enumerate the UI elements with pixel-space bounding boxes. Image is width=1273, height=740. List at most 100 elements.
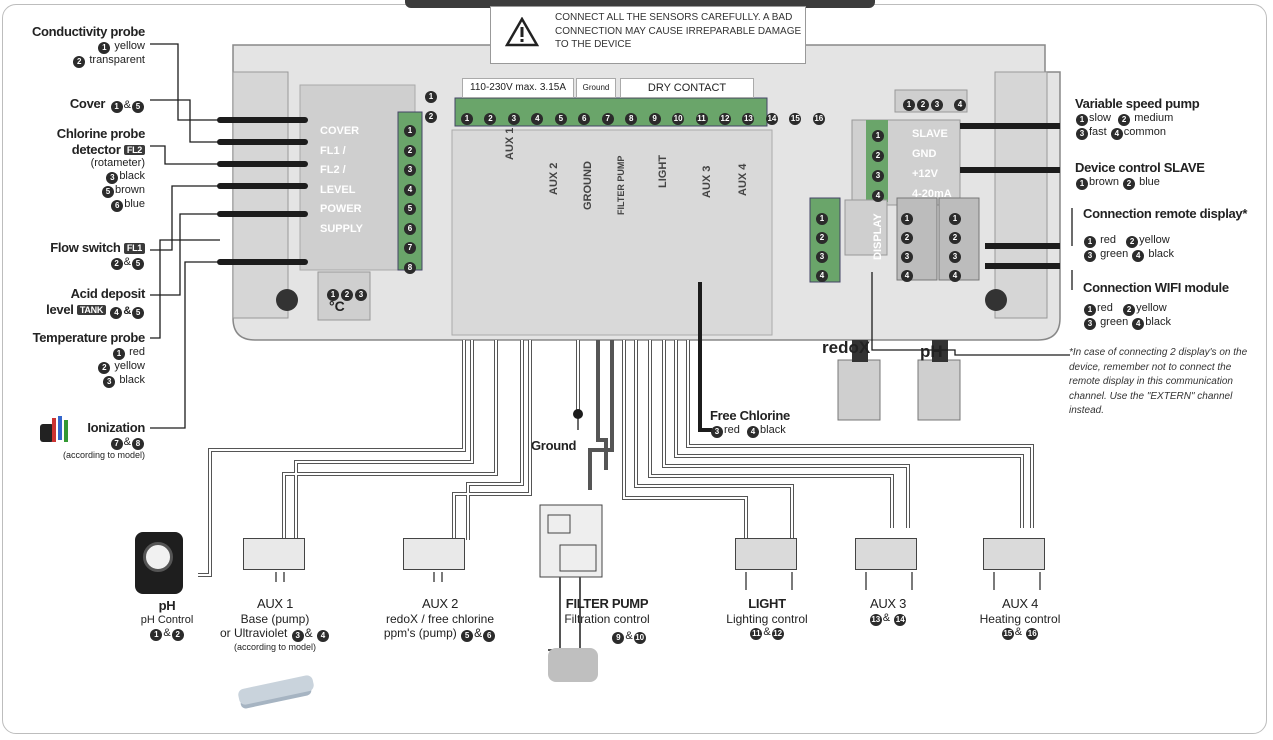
channel-aux1: AUX 1 bbox=[504, 127, 516, 160]
warning-box: CONNECT ALL THE SENSORS CAREFULLY. A BAD… bbox=[490, 6, 806, 64]
chlorine-probe-label: Chlorine probe detector FL2 (rotameter) … bbox=[20, 126, 146, 213]
slave-title: Device control SLAVE bbox=[1075, 160, 1205, 175]
cover-label: Cover 1&5 bbox=[20, 94, 145, 113]
ionization-image bbox=[40, 416, 68, 442]
fl2-tag: FL2 bbox=[123, 144, 145, 156]
channel-aux4: AUX 4 bbox=[737, 163, 749, 196]
num-16: 16 bbox=[812, 113, 825, 125]
acid-title-a: Acid deposit bbox=[70, 286, 146, 301]
ph-title: pH bbox=[158, 598, 176, 613]
num-2: 2 bbox=[484, 113, 497, 125]
terminal-fl2: FL2 / bbox=[320, 164, 346, 176]
temperature-title: Temperature probe bbox=[32, 330, 146, 345]
terminal-supply: SUPPLY bbox=[320, 222, 364, 235]
aux2-title: AUX 2 bbox=[421, 596, 459, 611]
aux2-relay bbox=[403, 538, 465, 570]
cover-title: Cover bbox=[69, 96, 106, 111]
tank-tag: TANK bbox=[76, 304, 107, 316]
right-rail bbox=[994, 71, 1048, 319]
light-label: LIGHT Lighting control 11&12 bbox=[710, 596, 824, 640]
mount-hole-right bbox=[985, 289, 1007, 311]
dry-contact-header: DRY CONTACT bbox=[620, 78, 754, 98]
ground-header: Ground bbox=[576, 78, 616, 98]
num-7: 7 bbox=[601, 113, 614, 125]
relay-legs bbox=[275, 572, 1041, 590]
slave-label-12v: +12V bbox=[912, 168, 938, 180]
warning-text: CONNECT ALL THE SENSORS CAREFULLY. A BAD… bbox=[555, 12, 802, 50]
slave-label-420: 4-20mA bbox=[912, 188, 952, 200]
terminal-level: LEVEL bbox=[320, 183, 356, 196]
left-wire-bundle bbox=[217, 117, 308, 265]
channel-aux3: AUX 3 bbox=[701, 165, 713, 198]
slave-terminal-labels: SLAVE GND +12V 4-20mA bbox=[912, 124, 952, 204]
aux2-label: AUX 2 redoX / free chlorine ppm's (pump)… bbox=[370, 596, 510, 642]
aux4-label: AUX 4 Heating control 15& 16 bbox=[968, 596, 1072, 640]
redox-label: redoX bbox=[822, 338, 871, 357]
conductivity-label: Conductivity probe 1 yellow 2 transparen… bbox=[20, 24, 145, 68]
terminal-cover: COVER bbox=[320, 125, 360, 137]
free-chlorine-wire bbox=[698, 282, 712, 432]
aux4-relay bbox=[983, 538, 1045, 570]
slave-label-gnd: GND bbox=[912, 148, 937, 160]
num-6: 6 bbox=[578, 113, 591, 125]
light-relay bbox=[735, 538, 797, 570]
num-8: 8 bbox=[625, 113, 638, 125]
warning-icon bbox=[505, 17, 539, 47]
flow-switch-title: Flow switch bbox=[50, 240, 121, 255]
left-terminal-labels: COVER FL1 / FL2 / LEVEL POWER SUPPLY bbox=[320, 122, 363, 239]
display-note: *In case of connecting 2 display's on th… bbox=[1069, 347, 1248, 416]
terminal-power: POWER bbox=[320, 203, 362, 215]
num-3: 3 bbox=[507, 113, 520, 125]
temp-unit: °C bbox=[329, 298, 345, 314]
channel-light: LIGHT bbox=[657, 155, 669, 188]
vs-pump-title: Variable speed pump bbox=[1075, 96, 1200, 111]
top-bar bbox=[405, 0, 875, 8]
fl1-tag: FL1 bbox=[123, 243, 145, 254]
relay-symbols bbox=[255, 544, 1039, 559]
aux1-relay bbox=[243, 538, 305, 570]
channel-ground: GROUND bbox=[582, 161, 594, 210]
num-5: 5 bbox=[554, 113, 567, 125]
chlorine-title-a: Chlorine probe bbox=[56, 126, 146, 141]
ph-bnc bbox=[917, 359, 961, 421]
channel-wires-inner bbox=[198, 340, 1033, 576]
conductivity-title: Conductivity probe bbox=[31, 24, 145, 39]
ph-label: pH bbox=[920, 342, 943, 361]
flow-switch-label: Flow switch FL1 2&5 bbox=[20, 240, 145, 270]
ionization-label: Ionization 7&8 (according to model) bbox=[20, 420, 145, 460]
free-chlorine-title: Free Chlorine bbox=[710, 408, 790, 423]
aux4-title: AUX 4 bbox=[1001, 596, 1039, 611]
left-terminal-block bbox=[299, 84, 416, 271]
num-1: 1 bbox=[461, 113, 473, 125]
power-supply-header: 110-230V max. 3.15A bbox=[462, 78, 574, 98]
aux1-title: AUX 1 bbox=[256, 596, 294, 611]
terminal-fl1: FL1 / bbox=[320, 144, 346, 157]
wifi-title: Connection WIFI module bbox=[1083, 280, 1229, 295]
filter-title: FILTER PUMP bbox=[565, 596, 649, 611]
ph-control-label: pH pH Control 1&2 bbox=[132, 598, 202, 641]
num-4: 4 bbox=[531, 113, 544, 125]
filter-pump-label: FILTER PUMP Filtration control 9&10 bbox=[548, 596, 666, 644]
acid-deposit-label: Acid deposit level TANK 4&5 bbox=[20, 286, 145, 319]
mount-hole-left bbox=[276, 289, 298, 311]
aux3-label: AUX 3 13& 14 bbox=[848, 596, 928, 626]
light-title: LIGHT bbox=[748, 596, 786, 611]
acid-title-b: level bbox=[46, 301, 74, 317]
redox-bnc bbox=[837, 359, 881, 421]
channel-aux2: AUX 2 bbox=[548, 162, 560, 195]
aux1-label: AUX 1 Base (pump) or Ultraviolet 3& 4 (a… bbox=[200, 596, 350, 653]
num-12: 12 bbox=[718, 113, 731, 125]
